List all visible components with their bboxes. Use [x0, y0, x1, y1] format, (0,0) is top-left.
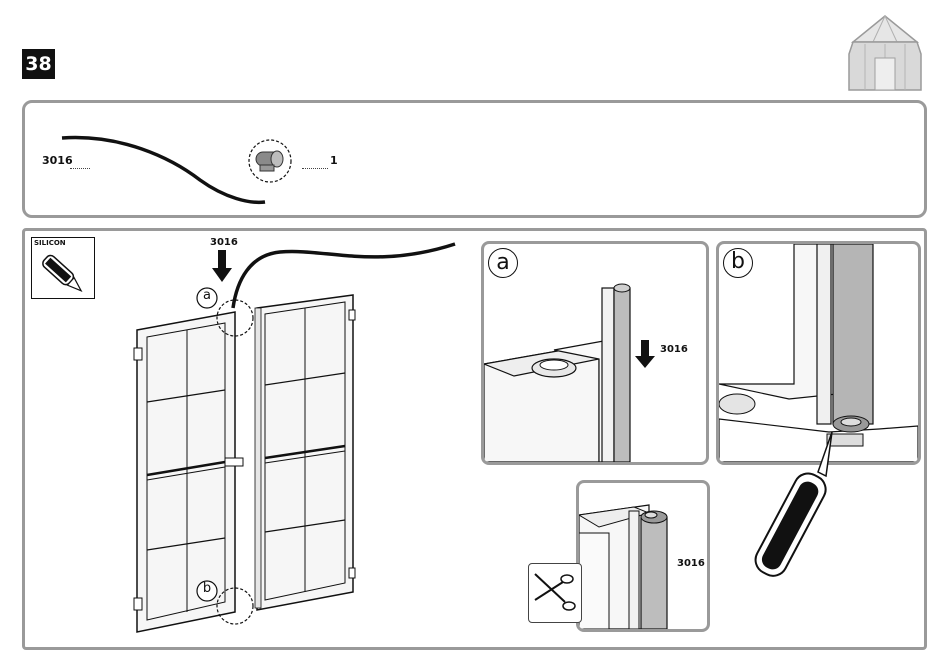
- part-leader-line-2: [302, 168, 328, 169]
- silicon-label: SILICON: [34, 239, 66, 247]
- connector-part-icon: [246, 139, 296, 183]
- callout-a-label: a: [200, 288, 214, 303]
- silicon-tube-icon: [740, 430, 850, 580]
- part-leader-line: [70, 168, 90, 169]
- detail-c-panel: 3016: [576, 480, 710, 632]
- door-panels-illustration: [125, 240, 465, 635]
- greenhouse-thumbnail-icon: [845, 14, 925, 98]
- detail-a-code: 3016: [660, 344, 688, 355]
- part-code-3016: 3016: [42, 154, 73, 167]
- detail-c-code: 3016: [677, 558, 705, 569]
- detail-a-panel: a 3016: [481, 241, 709, 465]
- scissors-icon: [528, 563, 582, 623]
- part-quantity: 1: [330, 154, 338, 167]
- silicon-tube-icon: [36, 248, 92, 298]
- detail-a-letter: a: [488, 248, 518, 278]
- rubber-strip-part: [60, 132, 270, 208]
- step-number-badge: 38: [22, 49, 55, 79]
- detail-b-letter: b: [723, 248, 753, 278]
- callout-b-label: b: [200, 581, 214, 596]
- silicon-box: SILICON: [31, 237, 95, 299]
